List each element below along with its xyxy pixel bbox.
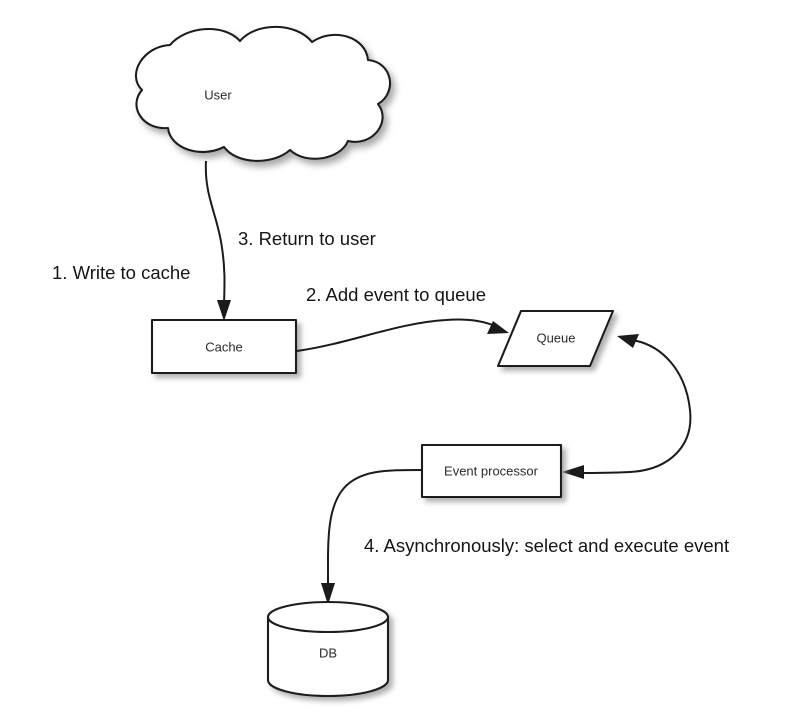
edge-event-processor-to-db-line: [327, 469, 422, 592]
node-cache[interactable]: Cache: [150, 318, 298, 375]
edge-cache-to-queue[interactable]: [296, 318, 509, 352]
cloud-shape: [135, 25, 392, 162]
step-label-4: 4. Asynchronously: select and execute ev…: [364, 535, 729, 556]
event-processor-shape: [420, 443, 563, 499]
node-db-label: DB: [319, 645, 337, 660]
edge-queue-event-processor[interactable]: [562, 334, 692, 479]
edge-queue-arrowhead: [617, 334, 639, 348]
node-cache-label: Cache: [205, 339, 243, 354]
node-user-label: User: [204, 87, 232, 102]
edge-event-processor-to-db-arrowhead: [321, 583, 335, 605]
edge-user-to-cache-arrowhead: [217, 300, 231, 321]
node-user[interactable]: User: [135, 25, 392, 162]
edge-event-processor-arrowhead: [562, 465, 584, 479]
step-label-3: 3. Return to user: [238, 228, 376, 249]
node-db[interactable]: DB: [266, 600, 390, 698]
node-event-processor[interactable]: Event processor: [420, 443, 563, 499]
edge-user-to-cache-line: [204, 160, 226, 310]
node-queue-label: Queue: [536, 330, 575, 345]
edge-cache-to-queue-arrowhead: [487, 321, 509, 334]
node-queue[interactable]: Queue: [496, 309, 615, 368]
step-label-2: 2. Add event to queue: [306, 284, 486, 305]
edge-user-to-cache[interactable]: [204, 160, 231, 321]
node-event-processor-label: Event processor: [444, 463, 539, 478]
edge-queue-event-processor-line: [577, 339, 692, 474]
db-shape: [266, 600, 390, 698]
edge-cache-to-queue-line: [296, 318, 498, 352]
queue-shape: [496, 309, 615, 368]
edge-event-processor-to-db[interactable]: [321, 469, 422, 605]
cache-shape: [150, 318, 298, 375]
step-label-1: 1. Write to cache: [52, 262, 190, 283]
